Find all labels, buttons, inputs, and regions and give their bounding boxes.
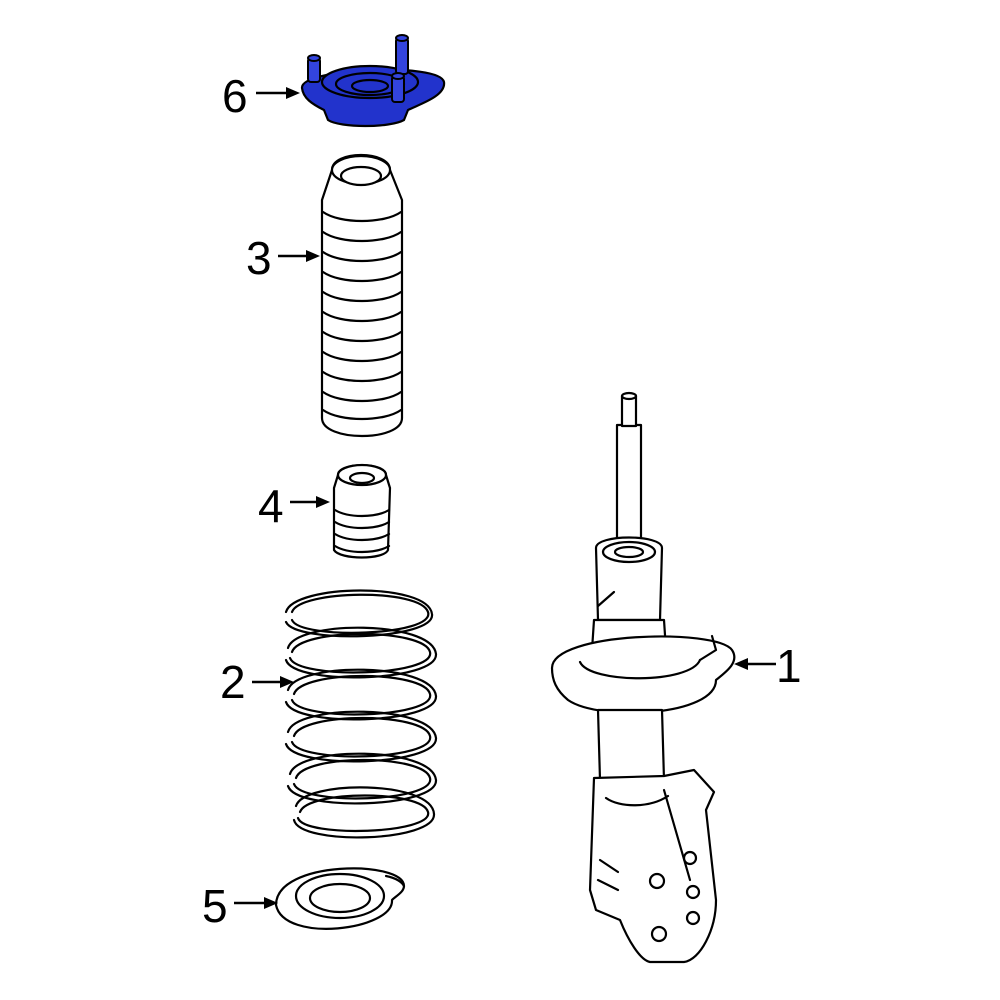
callout-5: 5 — [202, 880, 278, 932]
callout-3: 3 — [246, 232, 320, 284]
callout-4: 4 — [258, 480, 330, 532]
callout-label-1: 1 — [776, 640, 802, 692]
part-4-bump-stop[interactable] — [332, 463, 392, 559]
callout-2: 2 — [220, 656, 294, 708]
callout-label-2: 2 — [220, 656, 246, 708]
part-1-strut[interactable] — [550, 391, 736, 964]
callout-label-5: 5 — [202, 880, 228, 932]
part-2-coil-spring[interactable] — [284, 589, 438, 839]
part-6-strut-mount[interactable] — [300, 34, 446, 128]
part-3-dust-boot[interactable] — [320, 153, 404, 438]
callout-label-3: 3 — [246, 232, 272, 284]
callout-1: 1 — [734, 640, 802, 692]
part-5-spring-seat[interactable] — [274, 867, 406, 930]
callout-label-6: 6 — [222, 70, 248, 122]
callout-label-4: 4 — [258, 480, 284, 532]
callout-6: 6 — [222, 70, 300, 122]
